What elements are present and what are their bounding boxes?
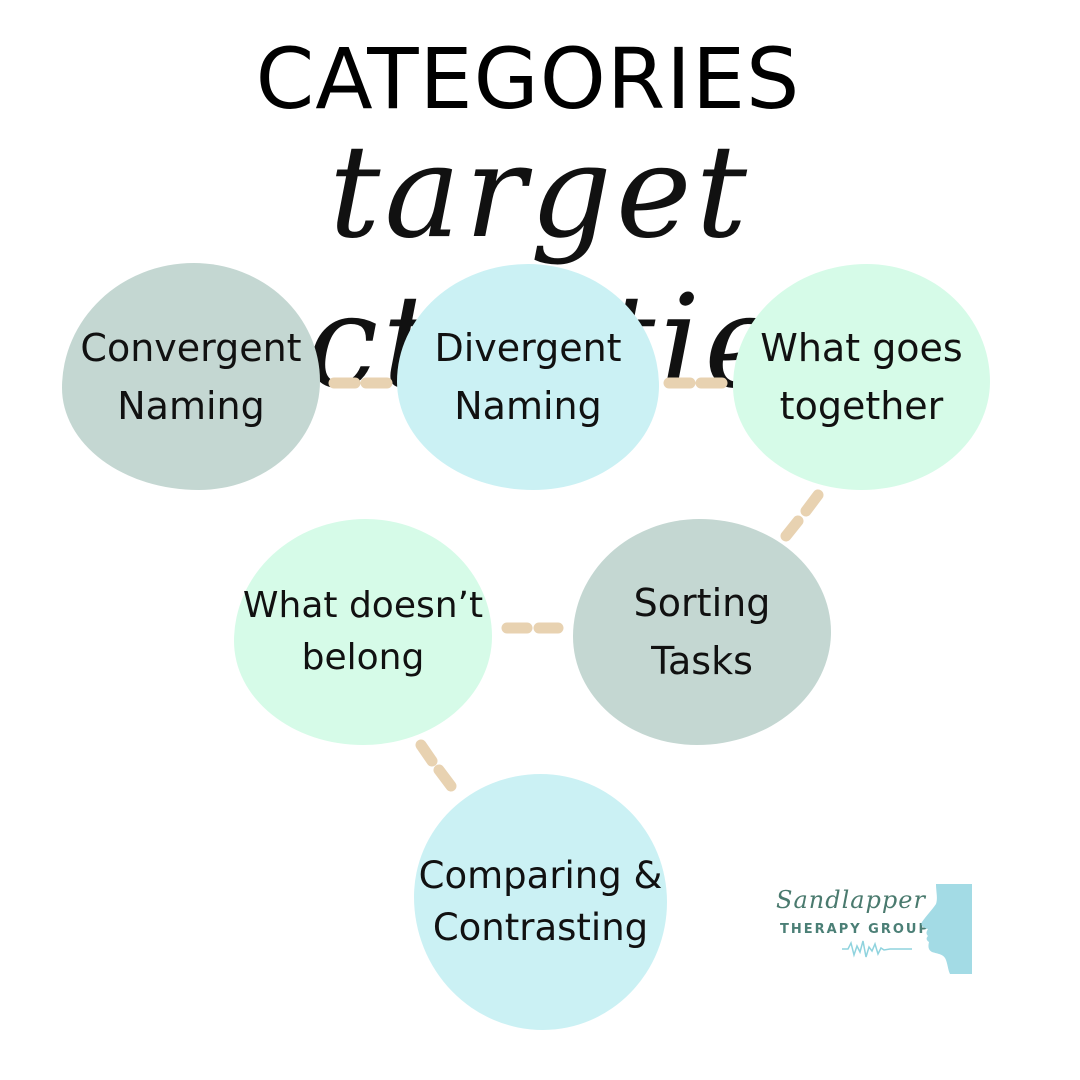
face-profile-icon [921,884,972,974]
node-divergent-naming: Divergent Naming [397,264,659,490]
node-what-doesnt-belong: What doesn’t belong [234,519,492,745]
node-label-line: Tasks [651,639,753,683]
node-label-line: What goes [760,326,963,370]
node-what-goes-together: What goes together [733,264,990,490]
node-label-line: Divergent [434,326,622,370]
page-title: CATEGORIES [255,30,801,128]
node-label-line: Sorting [633,581,771,625]
node-label-line: Naming [454,384,602,428]
node-label-line: What doesn’t [242,585,484,626]
node-label-line: together [779,384,944,428]
soundwave-icon [842,940,912,958]
connector-what-goes-sorting [780,515,804,542]
node-sorting-tasks: Sorting Tasks [573,519,831,745]
node-comparing-contrasting: Comparing & Contrasting [414,774,667,1030]
connector-doesnt-comparing [415,739,438,767]
node-label-line: Comparing & [418,854,663,897]
connector-what-goes-sorting [800,489,824,517]
node-convergent-naming: Convergent Naming [62,263,320,490]
brand-logo: Sandlapper THERAPY GROUP [770,884,974,974]
node-label-line: Convergent [80,325,302,370]
logo-script-text: Sandlapper [776,886,926,914]
node-label-line: belong [301,637,425,678]
logo-subtitle-text: THERAPY GROUP [780,922,930,937]
connector-doesnt-comparing [433,764,457,792]
node-label-line: Naming [117,383,265,428]
node-label-line: Contrasting [432,906,649,949]
